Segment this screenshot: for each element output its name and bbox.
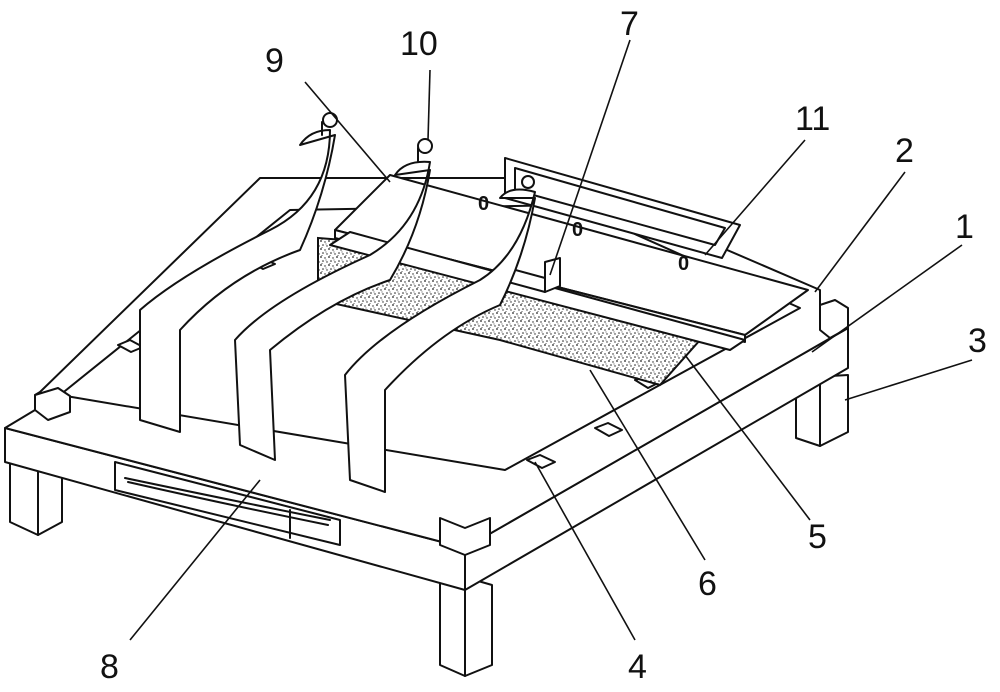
label-10: 10 — [400, 25, 438, 63]
label-8: 8 — [100, 648, 119, 686]
label-7: 7 — [620, 5, 639, 43]
hole-mark-2: 0 — [572, 219, 583, 241]
label-5: 5 — [808, 518, 827, 556]
label-9: 9 — [265, 42, 284, 80]
hole-mark-1: 0 — [478, 193, 489, 215]
label-2: 2 — [895, 132, 914, 170]
label-11: 11 — [795, 100, 830, 138]
label-1: 1 — [955, 208, 974, 246]
label-3: 3 — [968, 322, 987, 360]
label-6: 6 — [698, 565, 717, 603]
hole-mark-3: 0 — [678, 253, 689, 275]
label-4: 4 — [628, 648, 647, 686]
